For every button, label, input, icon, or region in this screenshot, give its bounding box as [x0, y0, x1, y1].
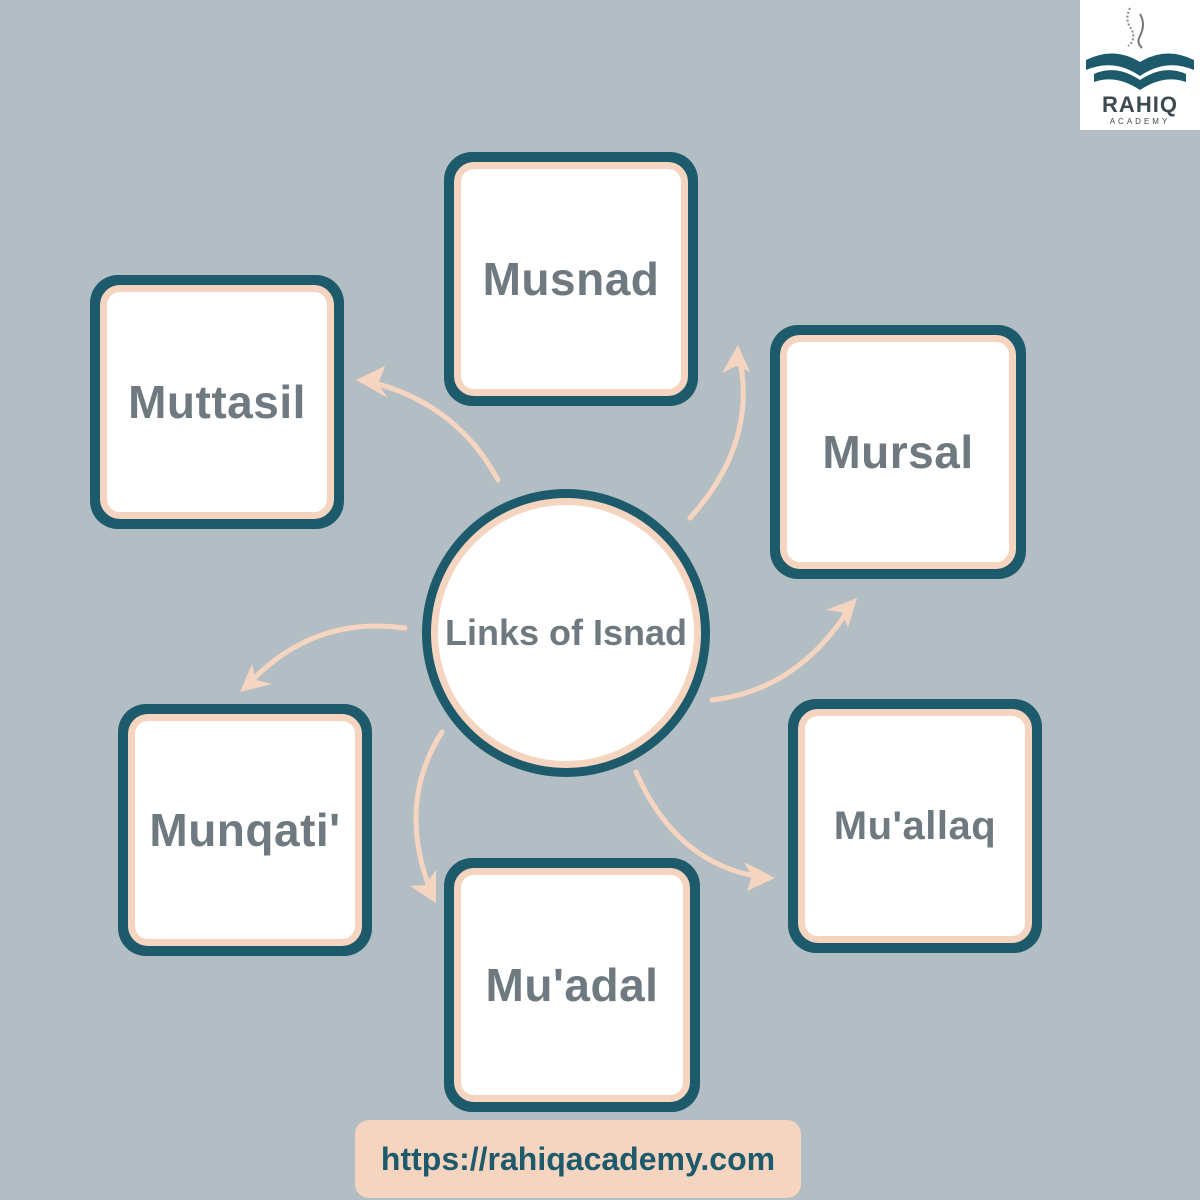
node-munqati: Munqati'	[118, 704, 372, 956]
center-node: Links of Isnad	[422, 489, 710, 777]
node-munqati-label: Munqati'	[149, 804, 341, 856]
center-node-label: Links of Isnad	[444, 612, 688, 653]
node-muadal: Mu'adal	[444, 858, 700, 1112]
node-muallaq-card: Mu'allaq	[798, 709, 1032, 943]
node-mursal: Mursal	[770, 325, 1026, 579]
node-muttasil-label: Muttasil	[128, 376, 306, 428]
node-munqati-card: Munqati'	[128, 714, 362, 946]
website-url-link[interactable]: https://rahiqacademy.com	[380, 1140, 776, 1177]
arrow-to-muttasil	[359, 377, 501, 483]
arrow-to-musnad	[687, 349, 746, 521]
node-mursal-label: Mursal	[822, 426, 974, 478]
open-book-icon	[1086, 7, 1194, 90]
arrowhead-mursal	[826, 598, 857, 628]
arrowhead-musnad	[722, 345, 750, 373]
node-muttasil-card: Muttasil	[100, 285, 334, 519]
node-musnad-card: Musnad	[454, 162, 688, 396]
node-muadal-label: Mu'adal	[485, 959, 659, 1011]
website-url-banner[interactable]: https://rahiqacademy.com	[355, 1120, 801, 1198]
arrow-to-muadal	[413, 729, 445, 900]
center-node-card: Links of Isnad	[431, 498, 701, 768]
arrow-to-muallaq	[633, 769, 771, 881]
arrow-to-munqati	[242, 623, 408, 691]
logo-subtitle: ACADEMY	[1109, 117, 1171, 126]
node-muallaq: Mu'allaq	[788, 699, 1042, 953]
node-muttasil: Muttasil	[90, 275, 344, 529]
arrowhead-muadal	[410, 870, 436, 903]
arrow-to-mursal	[709, 601, 855, 703]
node-musnad: Musnad	[444, 152, 698, 406]
logo-name: RAHIQ	[1102, 92, 1178, 117]
arrowhead-munqati	[240, 664, 272, 692]
arrowhead-muttasil	[356, 366, 388, 398]
node-muallaq-label: Mu'allaq	[833, 803, 997, 848]
node-musnad-label: Musnad	[482, 253, 660, 305]
logo: RAHIQ ACADEMY	[1080, 0, 1200, 130]
node-muadal-card: Mu'adal	[454, 868, 690, 1102]
arrowhead-muallaq	[744, 862, 775, 891]
node-mursal-card: Mursal	[780, 335, 1016, 569]
